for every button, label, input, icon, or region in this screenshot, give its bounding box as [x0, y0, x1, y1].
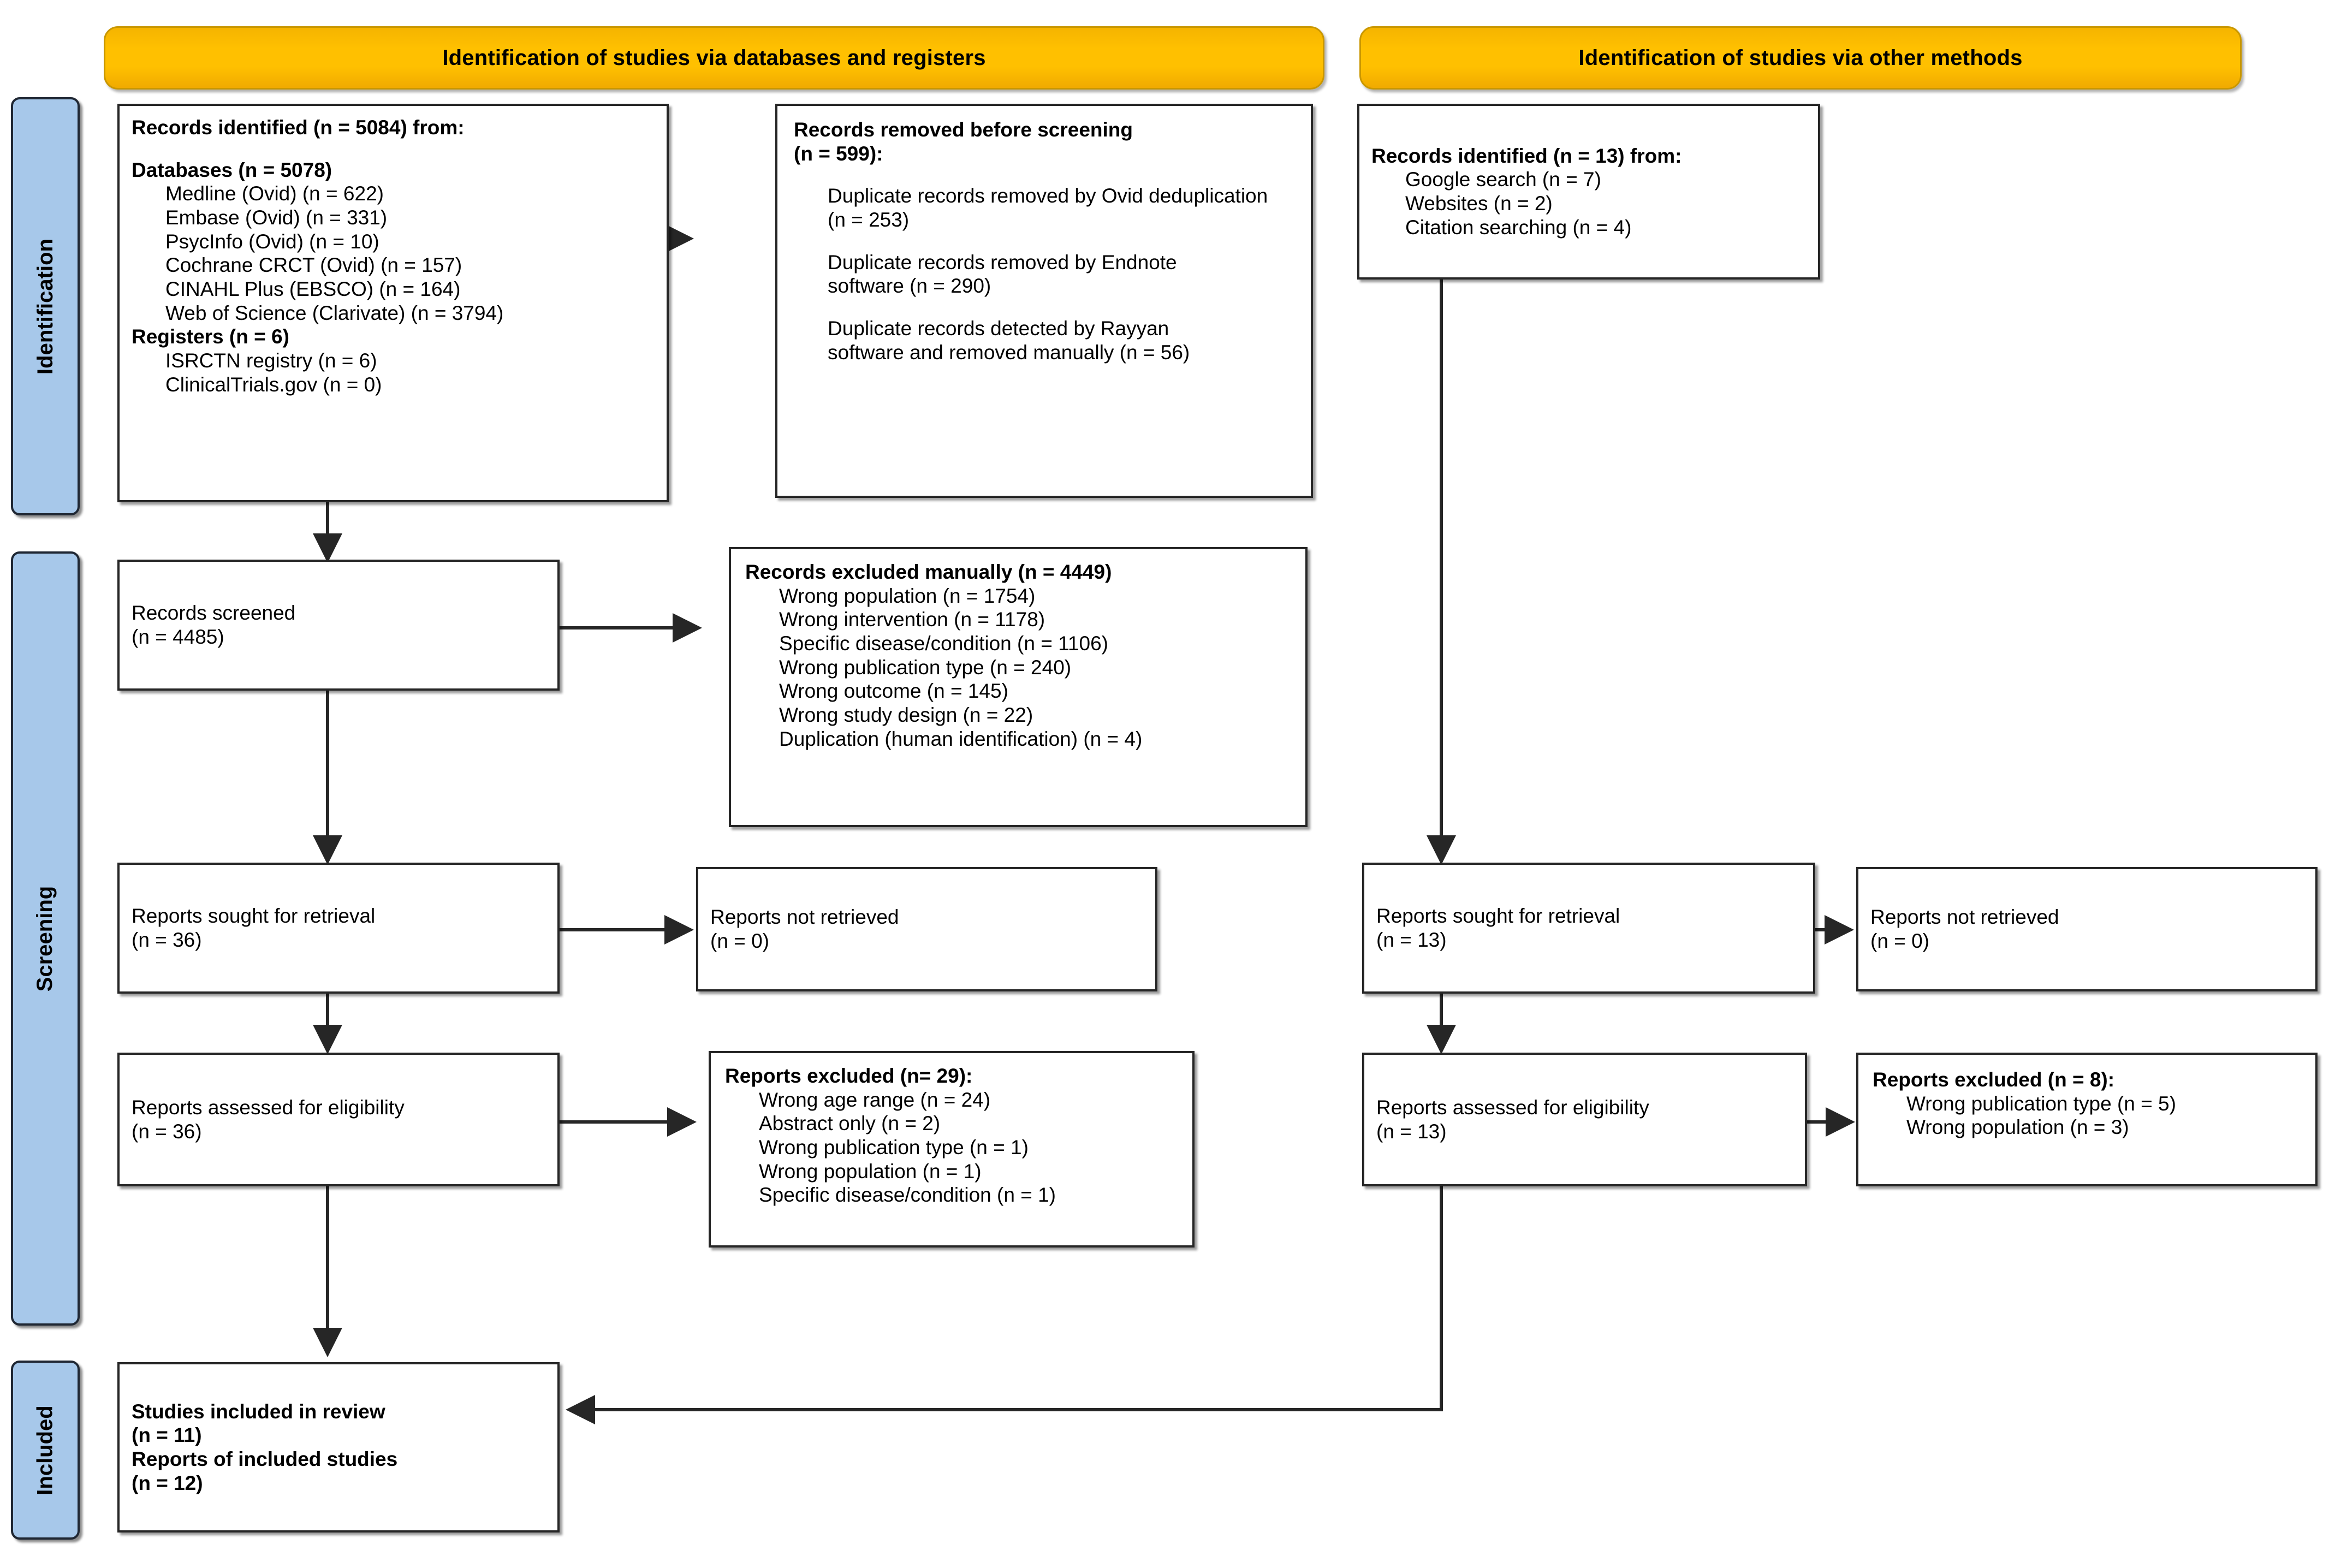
other-reports-excluded-title: Reports excluded (n = 8): — [1873, 1068, 2115, 1091]
stage-label-included: Included — [33, 1405, 57, 1495]
studies-included-line2: (n = 11) — [132, 1424, 202, 1447]
reports-assessed-line2: (n = 36) — [132, 1120, 202, 1143]
box-records-excluded-manually: Records excluded manually (n = 4449) Wro… — [729, 547, 1308, 827]
studies-included-line3: Reports of included studies — [132, 1448, 398, 1470]
reports-excluded-item: Abstract only (n = 2) — [759, 1112, 941, 1135]
records-identified-title: Records identified (n = 5084) from: — [132, 116, 465, 139]
register-item: ISRCTN registry (n = 6) — [165, 349, 377, 372]
reports-excluded-item: Wrong population (n = 1) — [759, 1160, 982, 1183]
database-item: Medline (Ovid) (n = 622) — [165, 182, 384, 205]
stage-bar-included: Included — [11, 1361, 80, 1540]
databases-header: Databases (n = 5078) — [132, 158, 332, 181]
banner-databases-registers: Identification of studies via databases … — [104, 26, 1324, 90]
records-excluded-item: Wrong population (n = 1754) — [779, 584, 1036, 607]
box-reports-sought-retrieval: Reports sought for retrieval (n = 36) — [117, 863, 560, 994]
other-records-identified-title: Records identified (n = 13) from: — [1371, 144, 1682, 167]
records-excluded-title: Records excluded manually (n = 4449) — [745, 561, 1112, 583]
records-excluded-item: Specific disease/condition (n = 1106) — [779, 632, 1108, 655]
register-item: ClinicalTrials.gov (n = 0) — [165, 373, 382, 396]
box-other-reports-excluded: Reports excluded (n = 8): Wrong publicat… — [1856, 1053, 2318, 1186]
other-records-identified-item: Citation searching (n = 4) — [1405, 216, 1632, 239]
stage-bar-identification: Identification — [11, 97, 80, 515]
other-reports-sought-line2: (n = 13) — [1376, 929, 1447, 951]
records-removed-title-line1: Records removed before screening — [794, 118, 1133, 141]
reports-not-retrieved-line2: (n = 0) — [710, 930, 769, 952]
records-excluded-item: Wrong study design (n = 22) — [779, 703, 1033, 726]
banner-databases-registers-label: Identification of studies via databases … — [442, 45, 986, 70]
box-records-removed-before-screening: Records removed before screening (n = 59… — [775, 104, 1313, 498]
database-item: Embase (Ovid) (n = 331) — [165, 206, 388, 229]
reports-excluded-item: Wrong age range (n = 24) — [759, 1088, 991, 1111]
reports-excluded-item: Specific disease/condition (n = 1) — [759, 1184, 1056, 1207]
database-item: CINAHL Plus (EBSCO) (n = 164) — [165, 277, 461, 300]
box-reports-not-retrieved: Reports not retrieved (n = 0) — [696, 867, 1157, 991]
banner-other-methods: Identification of studies via other meth… — [1359, 26, 2242, 90]
stage-label-screening: Screening — [33, 886, 57, 991]
other-reports-sought-line1: Reports sought for retrieval — [1376, 905, 1620, 928]
reports-not-retrieved-line1: Reports not retrieved — [710, 906, 899, 929]
box-other-reports-assessed-eligibility: Reports assessed for eligibility (n = 13… — [1362, 1053, 1807, 1186]
records-removed-item: Duplicate records detected by Rayyan sof… — [828, 317, 1190, 364]
other-reports-not-retrieved-line2: (n = 0) — [1870, 930, 1929, 952]
box-other-reports-not-retrieved: Reports not retrieved (n = 0) — [1856, 867, 2318, 991]
box-other-records-identified: Records identified (n = 13) from: Google… — [1357, 104, 1820, 280]
box-reports-excluded: Reports excluded (n= 29): Wrong age rang… — [709, 1051, 1195, 1248]
studies-included-line4: (n = 12) — [132, 1471, 203, 1494]
connector-other-assessed-to-included — [566, 1185, 1443, 1424]
other-reports-assessed-line1: Reports assessed for eligibility — [1376, 1096, 1649, 1119]
reports-excluded-item: Wrong publication type (n = 1) — [759, 1136, 1029, 1159]
records-excluded-item: Wrong outcome (n = 145) — [779, 680, 1008, 703]
stage-bar-screening: Screening — [11, 551, 80, 1326]
records-excluded-item: Wrong publication type (n = 240) — [779, 656, 1072, 679]
banner-other-methods-label: Identification of studies via other meth… — [1578, 45, 2023, 70]
other-reports-assessed-line2: (n = 13) — [1376, 1120, 1447, 1143]
other-reports-not-retrieved-line1: Reports not retrieved — [1870, 906, 2059, 929]
reports-assessed-line1: Reports assessed for eligibility — [132, 1096, 405, 1119]
stage-label-identification: Identification — [33, 238, 57, 375]
box-studies-included-in-review: Studies included in review (n = 11) Repo… — [117, 1362, 560, 1533]
records-removed-item: Duplicate records removed by Ovid dedupl… — [828, 185, 1268, 231]
records-excluded-item: Duplication (human identification) (n = … — [779, 727, 1143, 750]
records-removed-title-line2: (n = 599): — [794, 142, 883, 165]
records-removed-item: Duplicate records removed by Endnote sof… — [828, 251, 1177, 298]
reports-sought-line2: (n = 36) — [132, 929, 202, 951]
other-records-identified-item: Google search (n = 7) — [1405, 168, 1601, 191]
database-item: Web of Science (Clarivate) (n = 3794) — [165, 301, 504, 324]
box-reports-assessed-eligibility: Reports assessed for eligibility (n = 36… — [117, 1053, 560, 1186]
spacer — [132, 140, 655, 158]
box-records-screened: Records screened (n = 4485) — [117, 560, 560, 691]
other-reports-excluded-item: Wrong population (n = 3) — [1906, 1116, 2129, 1139]
records-screened-line1: Records screened — [132, 602, 296, 625]
records-screened-line2: (n = 4485) — [132, 626, 224, 648]
reports-excluded-title: Reports excluded (n= 29): — [725, 1065, 973, 1087]
other-records-identified-item: Websites (n = 2) — [1405, 192, 1553, 215]
reports-sought-line1: Reports sought for retrieval — [132, 905, 376, 928]
registers-header: Registers (n = 6) — [132, 325, 289, 348]
database-item: PsycInfo (Ovid) (n = 10) — [165, 230, 379, 253]
box-other-reports-sought-retrieval: Reports sought for retrieval (n = 13) — [1362, 863, 1815, 994]
box-records-identified-databases: Records identified (n = 5084) from: Data… — [117, 104, 669, 502]
records-excluded-item: Wrong intervention (n = 1178) — [779, 608, 1045, 631]
database-item: Cochrane CRCT (Ovid) (n = 157) — [165, 254, 462, 277]
studies-included-line1: Studies included in review — [132, 1400, 385, 1423]
other-reports-excluded-item: Wrong publication type (n = 5) — [1906, 1092, 2176, 1115]
